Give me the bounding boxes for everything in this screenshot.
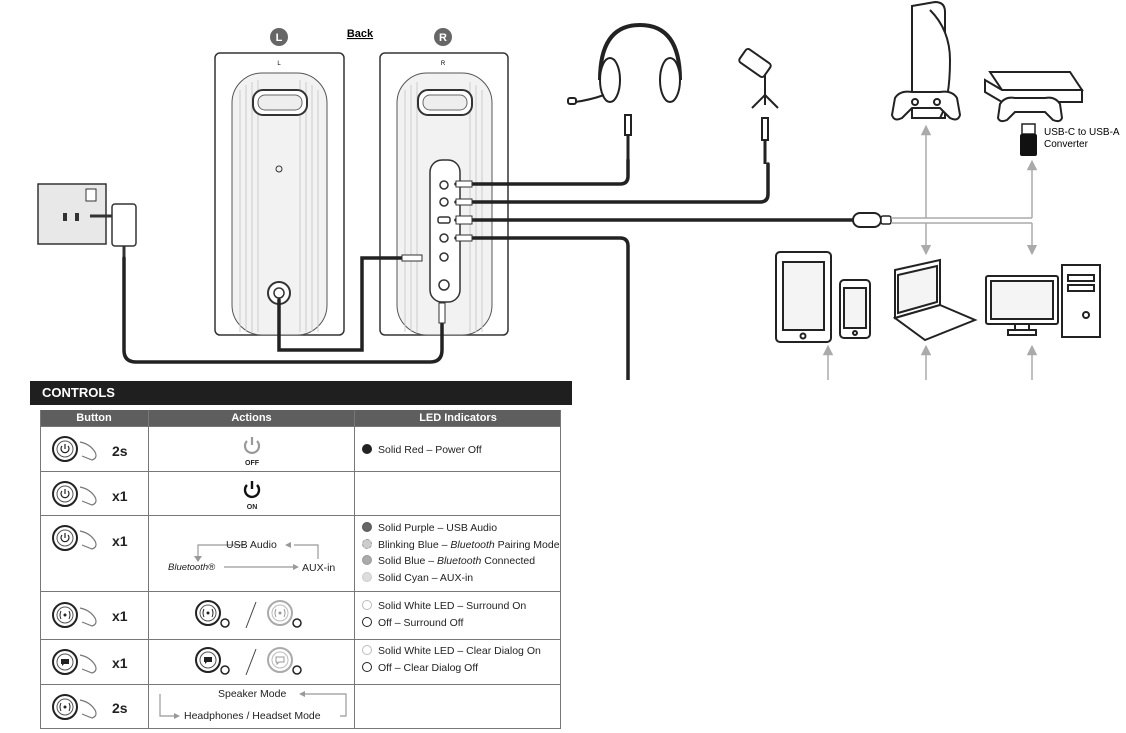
led-line: Solid Blue – Bluetooth Connected xyxy=(362,555,535,567)
header-actions: Actions xyxy=(149,410,354,426)
led-line: Solid White LED – Clear Dialog On xyxy=(362,645,541,657)
led-line: Solid Red – Power Off xyxy=(362,444,482,456)
led-line: Solid White LED – Surround On xyxy=(362,600,526,612)
laptop-icon xyxy=(892,258,978,342)
led-line: Off – Clear Dialog Off xyxy=(362,662,478,674)
power-adapter xyxy=(90,203,137,258)
svg-text:L: L xyxy=(276,32,283,44)
connection-diagram: L R Back L xyxy=(37,0,1120,380)
press-duration: x1 xyxy=(112,655,128,671)
usb-c-plug xyxy=(852,212,892,228)
led-line: Solid Cyan – AUX-in xyxy=(362,572,473,584)
press-duration: 2s xyxy=(112,700,128,716)
surround-toggle-icons xyxy=(192,596,312,637)
mode-cycle: Speaker Mode Headphones / Headset Mode xyxy=(150,686,354,726)
svg-text:R: R xyxy=(441,61,446,67)
controls-table: Button Actions LED Indicators 2s OFF Sol… xyxy=(40,410,561,729)
press-duration: x1 xyxy=(112,608,128,624)
source-cycle: USB Audio Bluetooth® AUX-in xyxy=(168,539,336,574)
ps4-console-icon xyxy=(984,71,1084,123)
back-label: Back xyxy=(347,28,374,40)
svg-text:R: R xyxy=(439,32,447,44)
led-line: Blinking Blue – Bluetooth Pairing Mode xyxy=(362,539,560,551)
header-button: Button xyxy=(40,410,148,426)
power-on-icon: ON xyxy=(240,479,264,511)
desktop-pc-icon xyxy=(985,264,1101,338)
wall-outlet xyxy=(37,183,107,245)
led-line: Solid Purple – USB Audio xyxy=(362,522,497,534)
microphone-icon xyxy=(738,48,779,164)
usb-converter-icon xyxy=(1020,123,1037,156)
left-speaker: L xyxy=(214,52,345,336)
tablet-icon xyxy=(775,251,832,343)
right-speaker: R xyxy=(379,52,509,336)
svg-text:L: L xyxy=(277,61,281,67)
power-button-icon xyxy=(50,521,110,560)
distribution-lines xyxy=(822,124,1038,380)
header-led: LED Indicators xyxy=(355,410,561,426)
clear-dialog-toggle-icons xyxy=(192,643,312,684)
left-badge: L xyxy=(270,28,288,46)
press-duration: 2s xyxy=(112,443,128,459)
power-button-icon xyxy=(50,432,110,471)
converter-label-line-2: Converter xyxy=(1044,139,1089,150)
press-duration: x1 xyxy=(112,488,128,504)
led-line: Off – Surround Off xyxy=(362,617,463,629)
controls-title: CONTROLS xyxy=(30,381,572,405)
ps5-console-icon xyxy=(890,0,962,121)
headset-icon xyxy=(567,22,682,160)
cables xyxy=(122,158,857,380)
right-badge: R xyxy=(434,28,452,46)
power-off-icon: OFF xyxy=(240,435,264,467)
surround-button-icon xyxy=(50,598,110,637)
surround-button-icon xyxy=(50,690,110,729)
press-duration: x1 xyxy=(112,533,128,549)
clear-dialog-button-icon xyxy=(50,645,110,684)
converter-label-line-1: USB-C to USB-A xyxy=(1044,127,1120,138)
phone-icon xyxy=(839,279,871,339)
power-button-icon xyxy=(50,477,110,516)
